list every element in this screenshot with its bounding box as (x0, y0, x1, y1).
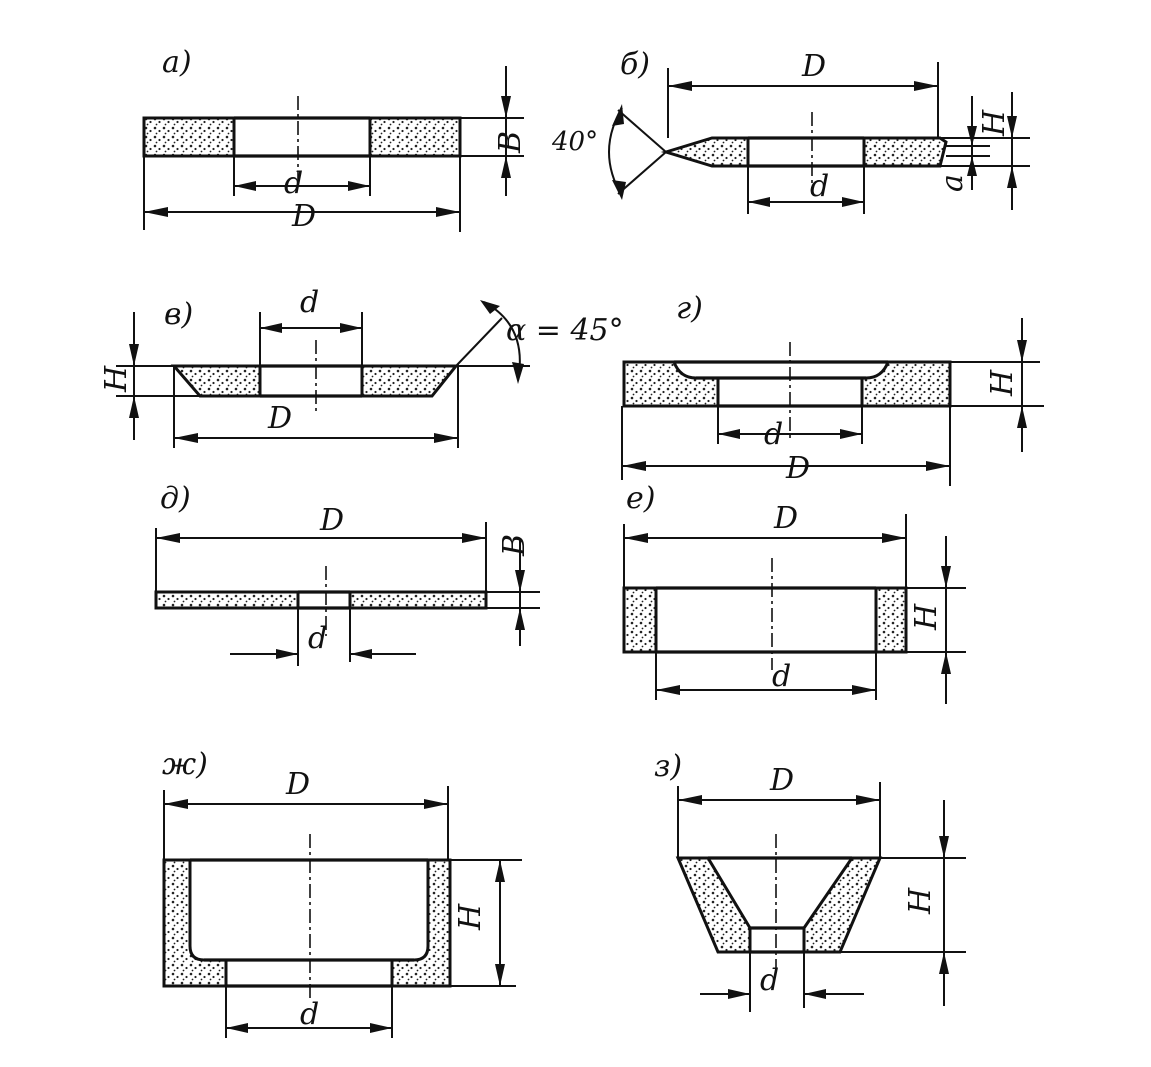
panel-dd-D-label: D (319, 503, 344, 538)
panel-g-D-label: D (785, 451, 810, 486)
panel-e-D-label: D (773, 501, 798, 536)
panel-v-D-label: D (267, 401, 292, 436)
panel-v-tag: в) (164, 297, 193, 332)
panel-v-H-label: H (99, 365, 134, 393)
panel-dd: д) D d B (154, 481, 540, 666)
panel-z-tag: з) (654, 749, 682, 784)
panel-g-abrasive-left (622, 360, 720, 408)
panel-zh-D-label: D (285, 767, 310, 802)
panel-b-D-label: D (801, 49, 826, 84)
panel-b-angle-label: 40° (551, 127, 598, 157)
panel-z-d-label: d (760, 963, 779, 998)
panel-dd-abrasive-right (348, 590, 488, 610)
panel-a-D-label: D (291, 199, 316, 234)
panel-b-d-label: d (810, 169, 829, 204)
panel-e-tag: е) (626, 481, 655, 516)
panel-a-tag: а) (162, 45, 192, 80)
panel-b-H-label: H (977, 109, 1012, 137)
panel-a-B-label: B (493, 131, 528, 154)
panel-dd-tag: д) (160, 481, 191, 516)
panel-zh-tag: ж) (162, 747, 208, 782)
panel-g-tag: г) (676, 291, 703, 326)
panel-b-abrasive-right (862, 136, 948, 168)
panel-z-abrasive-right (802, 856, 883, 954)
panel-a-abrasive-right (368, 116, 462, 158)
panel-a-d-label: d (284, 166, 303, 201)
panel-v-d-label: d (300, 285, 319, 320)
panel-b: б) 40° D d H (551, 47, 1030, 214)
panel-dd-abrasive-left (154, 590, 300, 610)
panel-zh-H-label: H (453, 903, 488, 931)
panel-e-abrasive-left (622, 586, 658, 654)
panel-g-H-label: H (985, 369, 1020, 397)
panel-b-abrasive-left (660, 136, 750, 168)
panel-v-abrasive-left (170, 364, 262, 398)
panel-g: г) d D H (621, 291, 1044, 486)
panel-a: а) d D B (142, 45, 528, 234)
panel-e: е) D d H (622, 481, 966, 704)
panel-g-abrasive-right (860, 360, 952, 408)
panel-zh-abrasive-left (162, 858, 228, 988)
panel-b-tag: б) (620, 47, 650, 82)
panel-zh-abrasive-right (390, 858, 452, 988)
panel-dd-B-label: B (497, 534, 532, 557)
panel-v-abrasive-right (360, 364, 460, 398)
panel-e-d-label: d (772, 659, 791, 694)
panel-z-D-label: D (769, 763, 794, 798)
panel-z-abrasive-left (675, 856, 752, 954)
panel-z: з) D d H (654, 749, 966, 1012)
panel-g-d-label: d (764, 417, 783, 452)
panel-v: в) d D H α = 45° (99, 285, 624, 448)
panel-zh: ж) D d H (162, 747, 522, 1038)
panel-a-abrasive-left (142, 116, 236, 158)
panel-zh-d-label: d (300, 997, 319, 1032)
panel-e-abrasive-right (874, 586, 908, 654)
panel-v-angle-label: α = 45° (506, 313, 624, 348)
panel-e-H-label: H (909, 603, 944, 631)
panel-b-a-label: a (935, 174, 970, 192)
panel-dd-d-label: d (308, 621, 327, 656)
panel-z-H-label: H (903, 887, 938, 915)
